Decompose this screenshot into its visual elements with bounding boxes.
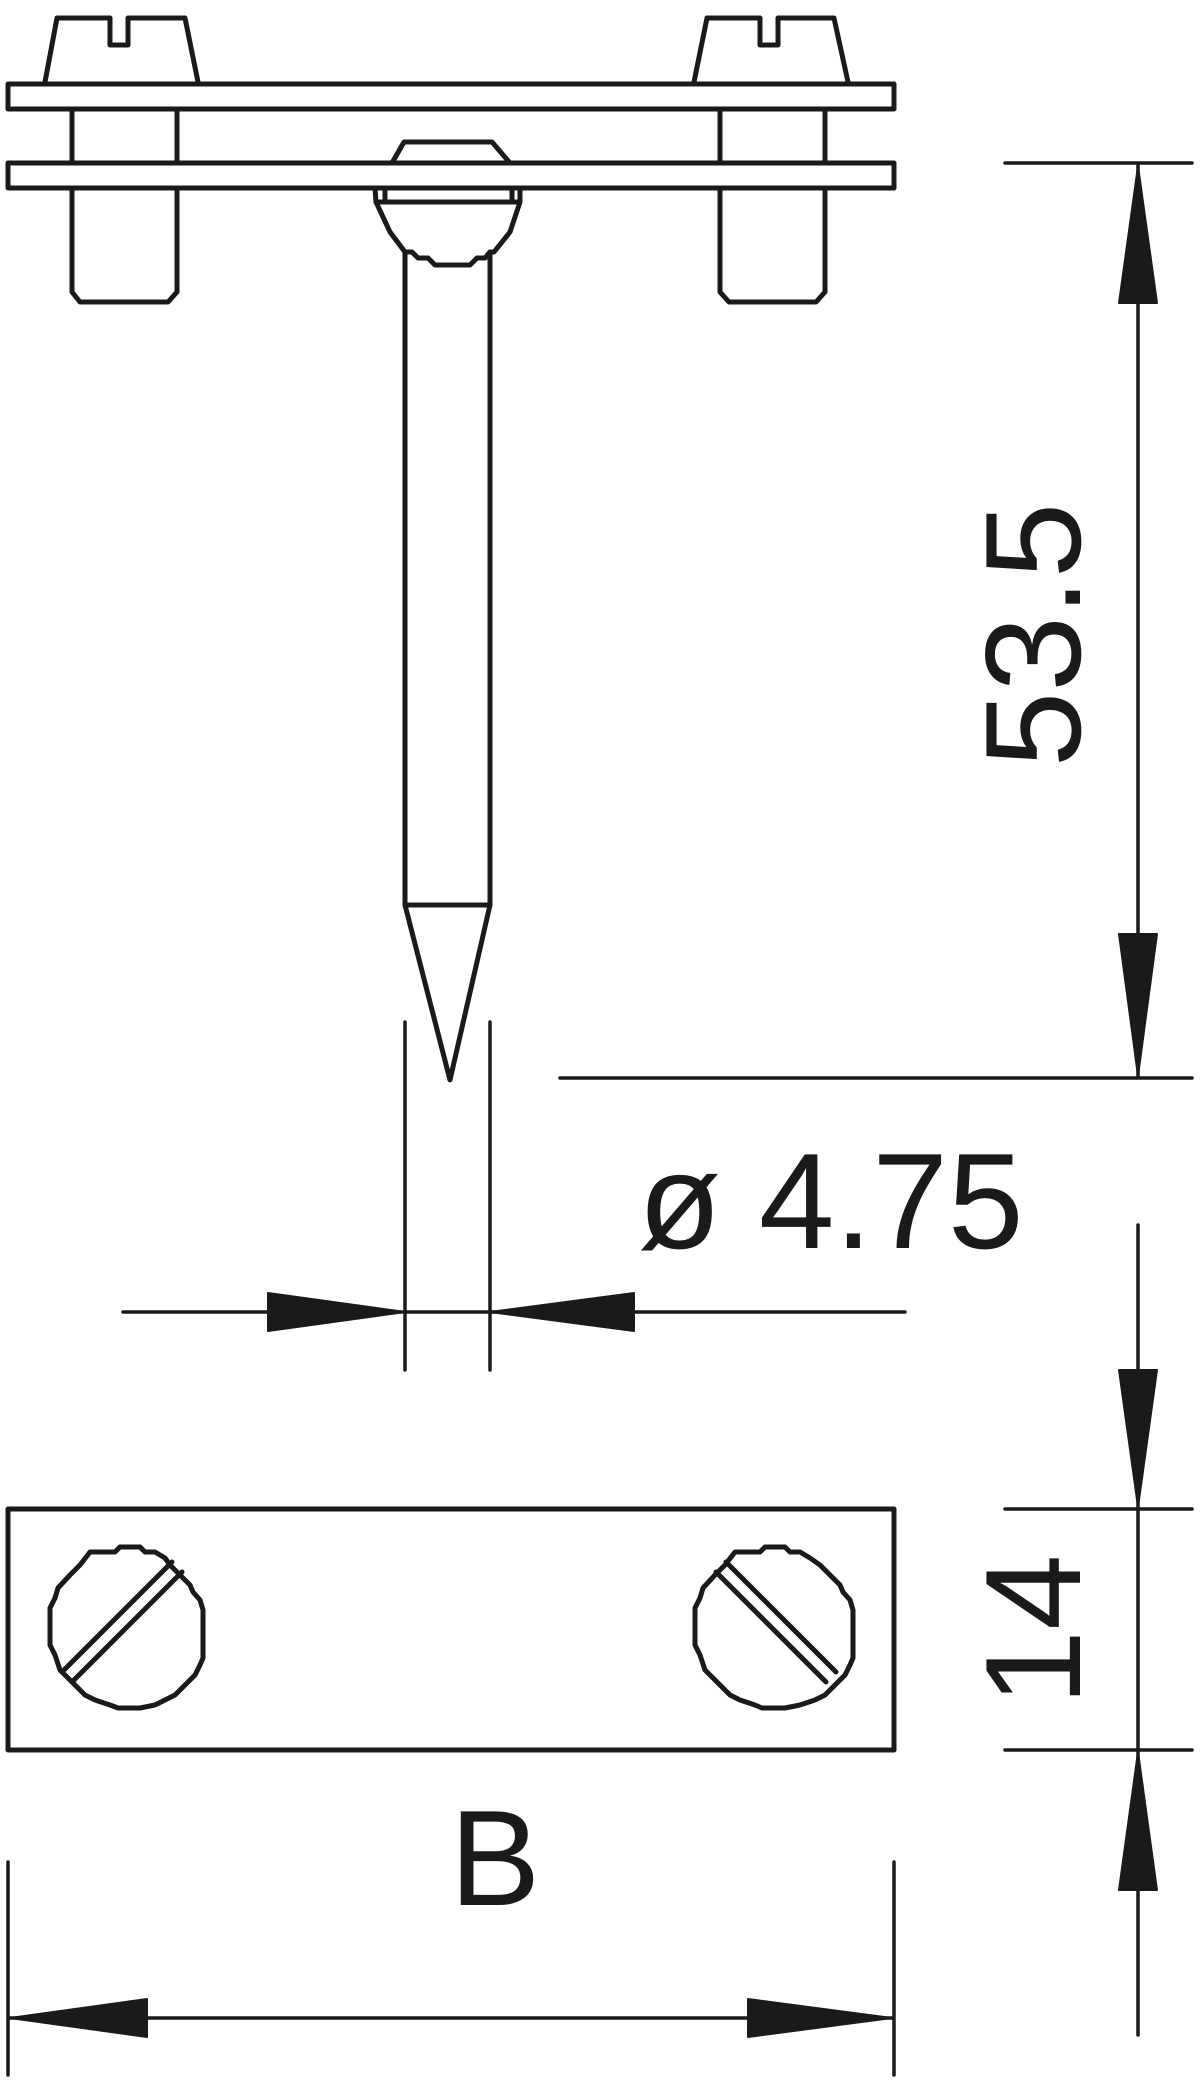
- top-view: [5, 1506, 897, 1753]
- left-screw-head: [42, 15, 201, 85]
- clamp-height-arrow-bottom: [1118, 1751, 1158, 1891]
- clamp-height-label: 14: [957, 1554, 1109, 1705]
- width-label: B: [450, 1782, 541, 1934]
- width-dimension: B: [6, 1782, 896, 2077]
- right-nut: [717, 185, 828, 305]
- left-screw-shank: [69, 106, 180, 166]
- diameter-arrow-right: [489, 1292, 635, 1332]
- rod-collar: [372, 185, 523, 205]
- height-arrow-top: [1118, 165, 1158, 304]
- diameter-arrow-left: [267, 1292, 406, 1332]
- clamp-height-dimension: 14: [957, 1223, 1194, 2037]
- height-arrow-bottom: [1118, 933, 1158, 1077]
- diameter-label: ø 4.75: [638, 1125, 1024, 1277]
- width-arrow-right: [747, 1998, 893, 2038]
- side-view: [5, 15, 897, 1083]
- bottom-plate: [5, 160, 897, 191]
- clamp-height-arrow-top: [1118, 1369, 1158, 1508]
- top-plate: [5, 81, 897, 112]
- rod-tip: [402, 902, 493, 1083]
- left-screw-top: [47, 1544, 206, 1711]
- right-screw-head: [691, 15, 851, 85]
- diameter-dimension: ø 4.75: [121, 1020, 1024, 1372]
- height-dimension: 53.5: [558, 161, 1194, 1080]
- left-nut: [69, 185, 180, 305]
- width-arrow-left: [9, 1998, 148, 2038]
- clamp-plate: [5, 1506, 897, 1753]
- rod-taper: [373, 199, 523, 268]
- rod-head-top: [389, 139, 513, 166]
- height-label: 53.5: [957, 503, 1109, 768]
- right-screw-top: [692, 1544, 856, 1711]
- right-screw-shank: [717, 106, 828, 166]
- rod-shaft: [402, 249, 493, 908]
